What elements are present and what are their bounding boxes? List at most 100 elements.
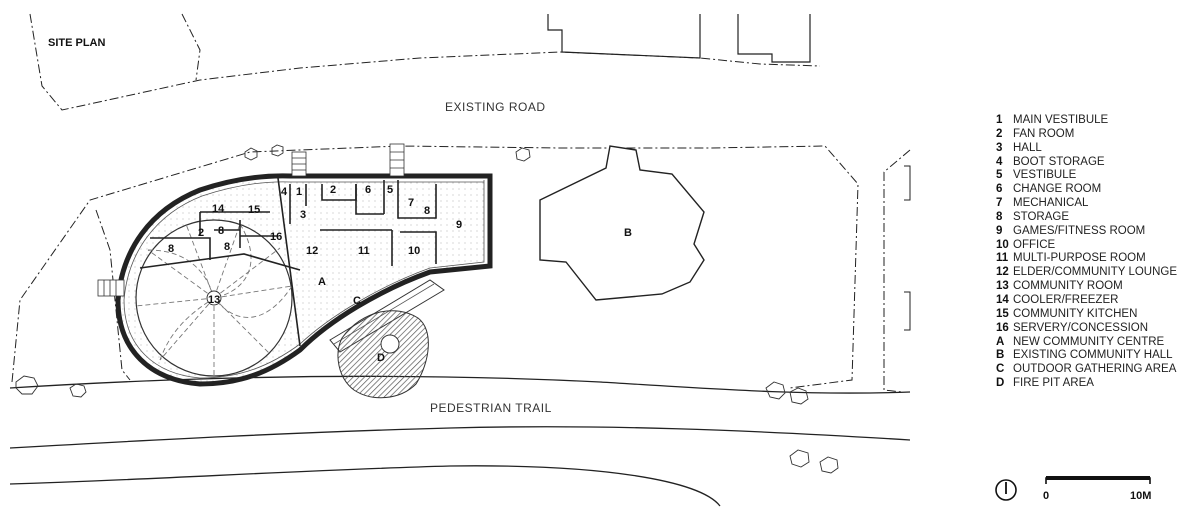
room-number: 12 [306, 245, 318, 257]
trail-edge [9, 465, 721, 507]
neighbour-building-outline [547, 14, 701, 59]
legend-item: 16 SERVERY/CONCESSION [996, 322, 1196, 336]
legend-item: 13 COMMUNITY ROOM [996, 280, 1196, 294]
room-legend: 1 MAIN VESTIBULE 2 FAN ROOM 3 HALL 4 BOOT STORA… [996, 114, 1196, 391]
scale-bar [1045, 476, 1151, 484]
legend-key: 8 [996, 210, 1003, 223]
legend-key: 2 [996, 127, 1003, 140]
legend-key: D [996, 377, 1005, 390]
legend-text: MECHANICAL [1013, 197, 1089, 210]
interior-walls [139, 177, 437, 347]
marker-new-community-centre: A [318, 276, 326, 288]
room-number: 8 [424, 205, 430, 217]
legend-text: SERVERY/CONCESSION [1013, 321, 1149, 334]
room-number: 2 [330, 184, 336, 196]
legend-key: 1 [996, 114, 1003, 126]
legend-text: BOOT STORAGE [1013, 155, 1105, 168]
legend-text: GAMES/FITNESS ROOM [1013, 224, 1146, 237]
tree-symbols [15, 144, 839, 474]
entry-stairs [97, 143, 405, 297]
legend-item: D FIRE PIT AREA [996, 377, 1196, 391]
legend-key: 7 [996, 197, 1003, 210]
legend-key: A [996, 335, 1005, 348]
property-line [29, 13, 821, 111]
existing-community-hall [539, 145, 705, 301]
room-number: 1 [296, 186, 302, 198]
legend-text: EXISTING COMMUNITY HALL [1013, 349, 1173, 362]
legend-item: 3 HALL [996, 142, 1196, 156]
legend-key: 5 [996, 169, 1003, 182]
legend-item: 5 VESTIBULE [996, 169, 1196, 183]
legend-text: HALL [1013, 141, 1042, 154]
legend-text: CHANGE ROOM [1013, 183, 1102, 196]
legend-text: STORAGE [1013, 210, 1070, 223]
room-number: 5 [387, 184, 393, 196]
legend-item: 15 COMMUNITY KITCHEN [996, 308, 1196, 322]
room-number: 8 [224, 241, 230, 253]
fire-pit-area [337, 310, 429, 399]
room-number: 14 [212, 203, 225, 215]
legend-key: 13 [996, 280, 1009, 293]
legend-key: 6 [996, 183, 1003, 196]
neighbour-building-outline [737, 14, 811, 63]
legend-key: 3 [996, 141, 1003, 154]
room-number: 2 [198, 227, 204, 239]
legend-text: VESTIBULE [1013, 169, 1077, 182]
fire-pit [380, 334, 400, 354]
legend-key: 10 [996, 238, 1009, 251]
legend-item: 1 MAIN VESTIBULE [996, 114, 1196, 128]
site-boundary [883, 149, 911, 393]
legend-item: A NEW COMMUNITY CENTRE [996, 336, 1196, 350]
legend-text: MULTI-PURPOSE ROOM [1013, 252, 1146, 265]
room-number: 13 [208, 294, 220, 306]
legend-text: NEW COMMUNITY CENTRE [1013, 335, 1165, 348]
road-label: EXISTING ROAD [445, 100, 546, 114]
legend-key: 12 [996, 266, 1009, 279]
room-number: 9 [456, 219, 462, 231]
legend-key: 9 [996, 224, 1003, 237]
legend-item: 2 FAN ROOM [996, 128, 1196, 142]
community-room-centre [206, 290, 222, 306]
legend-text: COMMUNITY ROOM [1013, 280, 1123, 293]
legend-item: 10 OFFICE [996, 239, 1196, 253]
legend-text: MAIN VESTIBULE [1013, 114, 1109, 126]
legend-item: 6 CHANGE ROOM [996, 183, 1196, 197]
legend-item: 9 GAMES/FITNESS ROOM [996, 225, 1196, 239]
room-number: 3 [300, 209, 306, 221]
room-number: 16 [270, 231, 282, 243]
legend-text: FAN ROOM [1013, 127, 1075, 140]
scale-end-label: 10M [1130, 490, 1151, 502]
legend-text: OFFICE [1013, 238, 1056, 251]
room-number: 8 [218, 225, 224, 237]
legend-key: 4 [996, 155, 1003, 168]
room-number: 7 [408, 197, 414, 209]
trail-edge [9, 375, 911, 394]
legend-key: 16 [996, 321, 1009, 334]
room-number: 6 [365, 184, 371, 196]
legend-item: 7 MECHANICAL [996, 197, 1196, 211]
legend-item: 11 MULTI-PURPOSE ROOM [996, 252, 1196, 266]
legend-key: 11 [996, 252, 1009, 265]
marker-fire-pit-area: D [377, 352, 385, 364]
room-number: 11 [358, 245, 370, 257]
room-number: 10 [408, 245, 420, 257]
trail-edge [9, 426, 911, 449]
marker-outdoor-gathering-area: C [353, 295, 361, 307]
legend-text: COMMUNITY KITCHEN [1013, 307, 1138, 320]
page-title: SITE PLAN [48, 37, 106, 49]
room-number: 8 [168, 243, 174, 255]
trail-label: PEDESTRIAN TRAIL [430, 401, 552, 415]
legend-text: OUTDOOR GATHERING AREA [1013, 363, 1177, 376]
property-line [181, 13, 201, 81]
neighbour-building-outline [904, 165, 911, 331]
legend-text: COOLER/FREEZER [1013, 293, 1119, 306]
marker-existing-community-hall: B [624, 227, 632, 239]
legend-text: FIRE PIT AREA [1013, 377, 1094, 390]
legend-key: 15 [996, 307, 1009, 320]
legend-key: B [996, 349, 1005, 362]
north-arrow [995, 479, 1017, 501]
